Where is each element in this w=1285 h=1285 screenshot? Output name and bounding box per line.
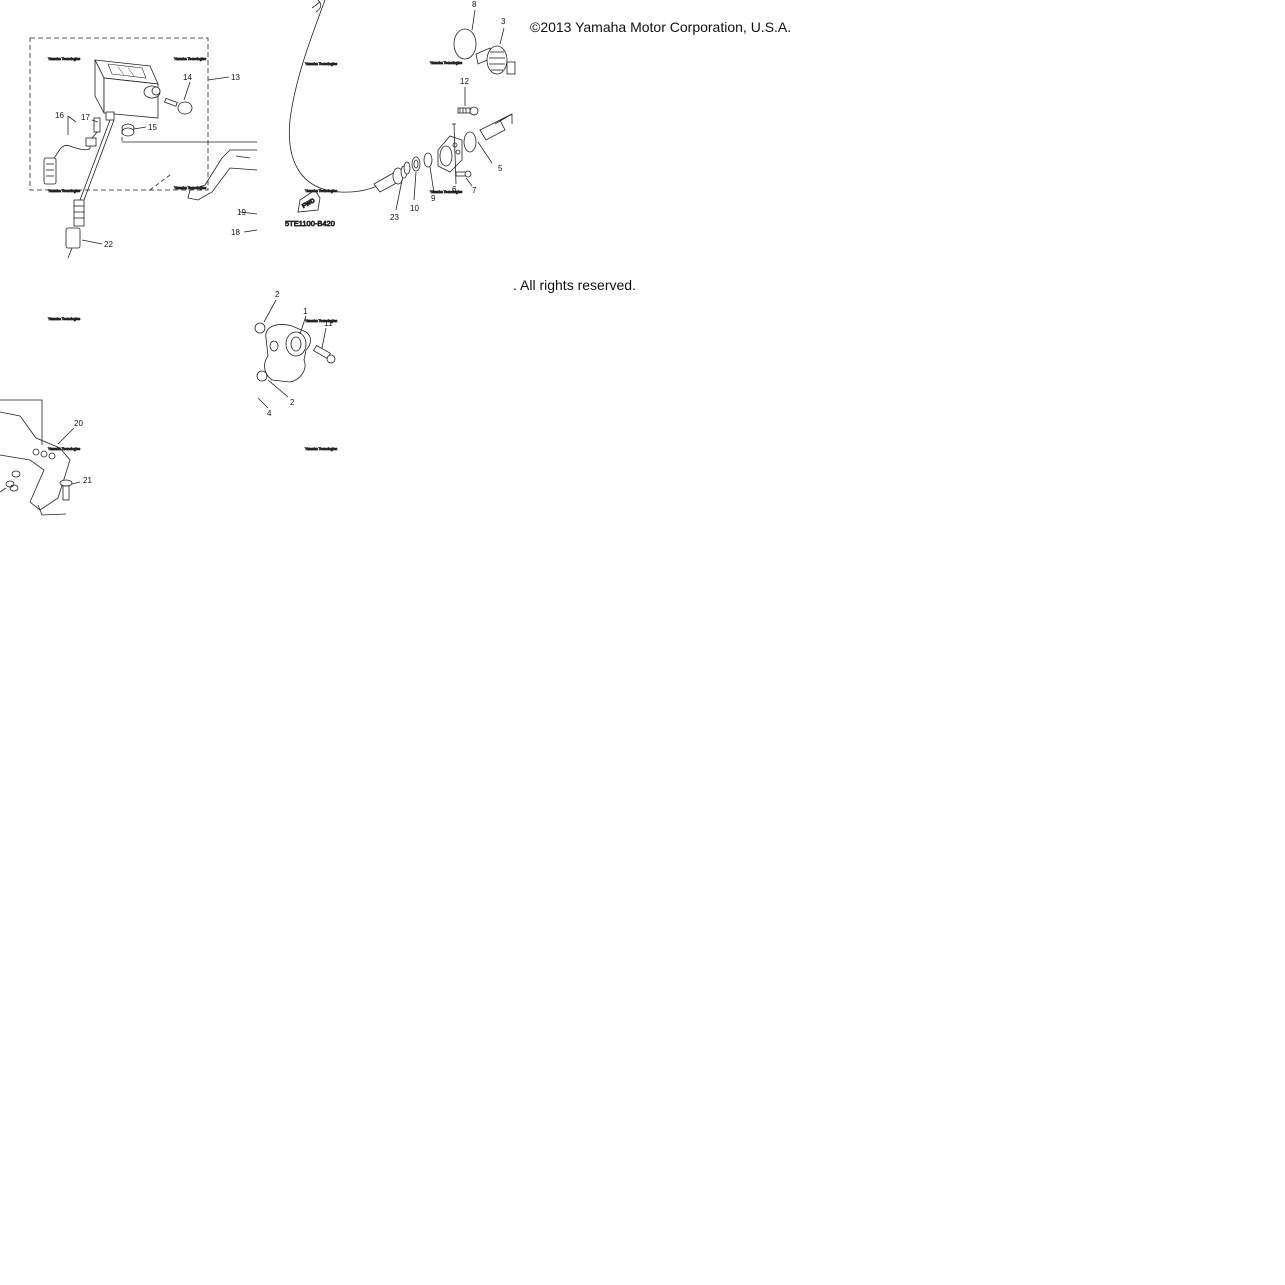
diagram-code: 5TE1100-B420 [285,219,335,228]
callout-5: 5 [498,164,503,173]
callout-22: 22 [104,240,113,249]
callout-8: 8 [472,0,477,9]
callout-19: 19 [237,208,246,217]
callouts: 8 3 12 5 6 7 9 10 23 14 13 15 16 17 19 1… [55,0,506,485]
watermark: Yamaha Tecnologies [48,447,80,451]
watermark: Yamaha Tecnologies [305,62,337,66]
callout-23: 23 [390,213,399,222]
watermark: Yamaha Tecnologies [174,186,206,190]
watermark: Yamaha Tecnologies [305,319,337,323]
screw [455,170,472,178]
callout-2-top: 2 [275,290,280,299]
drive-gear-assembly [373,9,516,211]
meter-bracket [187,149,258,233]
callout-17: 17 [81,113,90,122]
meter-assembly-group [29,37,230,191]
callout-10: 10 [410,204,419,213]
callout-7: 7 [472,186,477,195]
callout-20: 20 [74,419,83,428]
copyright-notice: ©2013 Yamaha Motor Corporation, U.S.A. [530,19,792,35]
callout-13: 13 [231,73,240,82]
watermark: Yamaha Tecnologies [48,57,80,61]
bracket-screw [59,479,73,501]
callout-12: 12 [460,77,469,86]
caliper-bolt [313,344,336,364]
callout-1: 1 [303,307,308,316]
meter-cable-end [65,119,115,259]
rights-notice: . All rights reserved. [513,277,636,293]
lower-bracket [0,399,81,516]
watermark: Yamaha Tecnologies [174,57,206,61]
callout-11: 11 [324,319,333,328]
watermark: Yamaha Tecnologies [48,189,80,193]
callout-2-bottom: 2 [290,398,295,407]
callout-18: 18 [231,228,240,237]
bolt [457,106,479,116]
callout-3: 3 [501,17,506,26]
watermark: Yamaha Tecnologies [305,447,337,451]
forward-indicator: FWD [297,189,321,213]
callout-16: 16 [55,111,64,120]
speedometer-cable [288,0,386,193]
watermark: Yamaha Tecnologies [430,190,462,194]
callout-21: 21 [83,476,92,485]
group-boundary [29,37,209,191]
grommet [121,123,135,137]
callout-9: 9 [431,194,436,203]
watermark: Yamaha Tecnologies [430,61,462,65]
caliper-assembly [254,299,336,409]
callout-15: 15 [148,123,157,132]
callout-6: 6 [452,185,457,194]
bulb-socket [43,117,101,185]
callout-14: 14 [183,73,192,82]
callout-4: 4 [267,409,272,418]
watermark: Yamaha Tecnologies [48,317,80,321]
reset-knob [143,85,193,115]
speedometer-unit [94,59,159,121]
watermark: Yamaha Tecnologies [305,189,337,193]
